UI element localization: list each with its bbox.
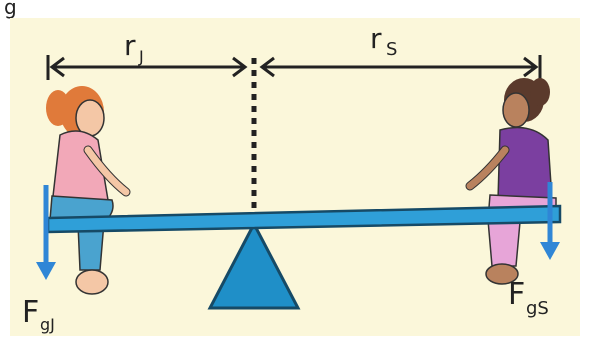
force-arrow-left: [36, 185, 56, 280]
header-strip: [0, 0, 590, 18]
fulcrum-triangle: [207, 220, 301, 310]
label-f-left-sub: gJ: [40, 315, 55, 334]
dimension-r-right: [259, 55, 542, 80]
header-fragment-text: g: [4, 0, 17, 19]
label-f-right: F: [508, 277, 525, 312]
label-r-right: r: [370, 22, 382, 55]
label-f-left: F: [22, 295, 39, 330]
force-arrow-right: [540, 182, 560, 260]
dimension-r-left: [46, 55, 248, 80]
label-r-left: r: [124, 29, 136, 62]
label-r-right-sub: S: [386, 39, 397, 60]
left-person: [46, 86, 131, 295]
label-f-right-sub: gS: [526, 298, 549, 319]
label-r-left-sub: J: [138, 47, 144, 66]
